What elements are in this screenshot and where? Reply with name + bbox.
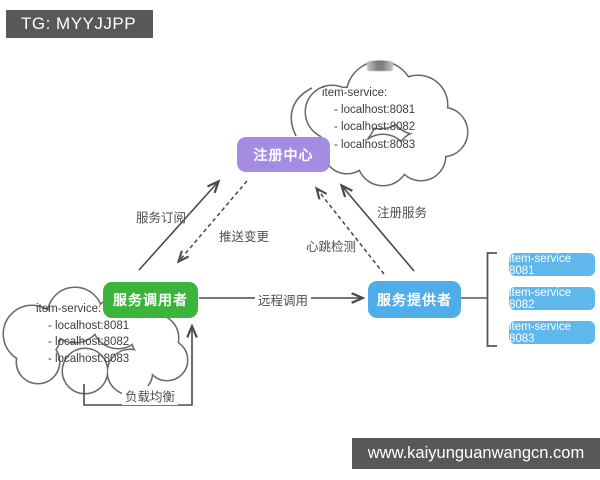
instance-item-service-8082: item-service 8082	[509, 287, 595, 311]
blurred-watermark-artifact	[367, 61, 393, 71]
registry-cloud-item: - localhost:8083	[334, 139, 416, 151]
edge-label-load-balance: 负载均衡	[122, 386, 179, 405]
instance-bracket	[486, 252, 497, 347]
registry-cloud-title: item-service:	[322, 87, 388, 99]
edge-label-subscribe: 服务订阅	[136, 211, 187, 225]
edge-load-balance-line	[83, 327, 192, 406]
cloud-caller-fill	[4, 288, 187, 394]
edge-subscribe-line	[138, 182, 218, 271]
cloud-registry-tail	[290, 87, 313, 137]
cloud-registry-fill	[306, 62, 467, 185]
edge-heartbeat-line	[317, 189, 385, 275]
instance-item-service-8083: item-service 8083	[509, 321, 595, 345]
node-service-caller: 服务调用者	[103, 282, 198, 318]
node-registry-center: 注册中心	[237, 137, 330, 172]
edge-register-line	[342, 186, 415, 272]
registry-cloud-item: - localhost:8081	[334, 104, 416, 116]
registry-cloud-item: - localhost:8082	[334, 121, 416, 133]
edge-label-push: 推送变更	[219, 230, 270, 244]
caller-cloud-item: - localhost:8083	[48, 353, 130, 365]
tg-watermark-badge: TG: MYYJJPP	[6, 10, 153, 38]
edge-push-line	[179, 180, 248, 261]
instance-item-service-8081: item-service 8081	[509, 253, 595, 277]
edge-label-heartbeat: 心跳检测	[306, 240, 357, 254]
edge-label-register: 注册服务	[377, 206, 428, 220]
caller-cloud-item: - localhost:8082	[48, 336, 130, 348]
site-watermark-bar: www.kaiyunguanwangcn.com	[352, 438, 600, 469]
node-service-provider: 服务提供者	[368, 281, 461, 318]
caller-cloud-item: - localhost:8081	[48, 320, 130, 332]
caller-cloud-title: item-service:	[36, 303, 102, 315]
edge-label-remote-call: 远程调用	[255, 290, 312, 309]
